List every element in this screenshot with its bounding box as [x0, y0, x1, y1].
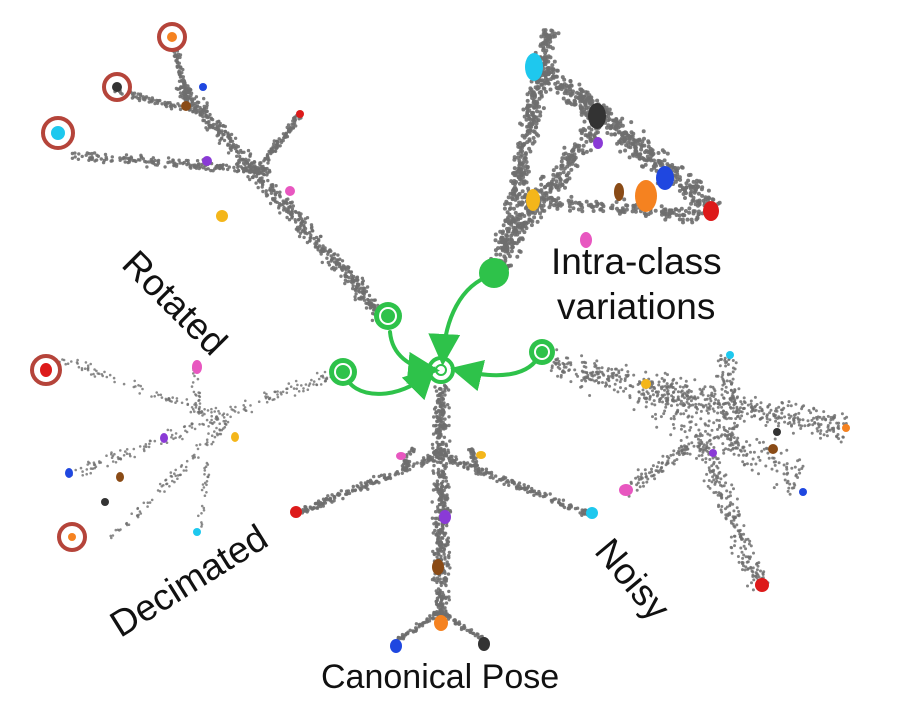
canonical-magenta-keypoint	[396, 452, 406, 460]
decimated-purple-keypoint	[160, 433, 168, 443]
decimated-orange-keypoint	[68, 533, 76, 541]
noisy-cyan-keypoint	[726, 351, 734, 359]
intra-class-source-marker	[479, 258, 509, 288]
decimated-blue-keypoint	[65, 468, 73, 478]
rotated-source-marker	[374, 302, 402, 330]
intra-yellow-keypoint	[526, 189, 540, 211]
intra-orange-keypoint	[635, 180, 657, 212]
rotated-blue-keypoint	[199, 83, 207, 91]
noisy-blue-keypoint	[799, 488, 807, 496]
noisy-source-marker	[529, 339, 555, 365]
rotated-to-canonical-arrow	[388, 330, 440, 384]
intra-brown-keypoint	[614, 183, 624, 201]
decimated-point-cloud	[58, 358, 333, 540]
intra-class-point-cloud	[489, 28, 722, 272]
noisy-to-canonical-arrow	[450, 352, 542, 392]
decimated-brown-keypoint	[116, 472, 124, 482]
noisy-yellow-keypoint	[641, 379, 651, 389]
decimated-to-canonical-arrow	[343, 366, 436, 401]
intra-blue-keypoint	[656, 166, 674, 190]
decimated-orange-highlight-ring	[57, 522, 87, 552]
canonical-orange-keypoint	[434, 615, 448, 631]
canonical-brown-keypoint	[432, 559, 444, 575]
rotated-brown-keypoint	[181, 101, 191, 111]
intra-red-keypoint	[703, 201, 719, 221]
decimated-dark-keypoint	[101, 498, 109, 506]
rotated-magenta-keypoint	[285, 186, 295, 196]
decimated-magenta-keypoint	[192, 360, 202, 374]
canonical-red-keypoint	[290, 506, 302, 518]
rotated-purple-keypoint	[202, 156, 212, 166]
decimated-cyan-keypoint	[193, 528, 201, 536]
decimated-red-keypoint	[40, 363, 52, 377]
rotated-orange-highlight-ring	[157, 22, 187, 52]
noisy-brown-keypoint	[768, 444, 778, 454]
rotated-dark-keypoint	[112, 82, 122, 92]
intra-to-canonical-arrow	[428, 273, 494, 366]
decimated-yellow-keypoint	[231, 432, 239, 442]
variations-label: variations	[557, 286, 716, 327]
noisy-orange-keypoint	[842, 424, 850, 432]
intra-class-label: Intra-class	[551, 241, 722, 282]
point-clouds	[58, 28, 849, 642]
rotated-dark-highlight-ring	[102, 72, 132, 102]
noisy-purple-keypoint	[709, 449, 717, 457]
noisy-dark-keypoint	[773, 428, 781, 436]
intra-dark-keypoint	[588, 103, 606, 129]
canonical-yellow-keypoint	[476, 451, 486, 459]
intra-cyan-keypoint	[525, 53, 543, 81]
arrows	[329, 258, 555, 401]
rotated-red-keypoint	[296, 110, 304, 118]
canonical-blue-keypoint	[390, 639, 402, 653]
noisy-magenta-keypoint	[619, 484, 633, 496]
canonical-purple-keypoint	[439, 510, 451, 524]
keypoints	[30, 22, 850, 653]
noisy-point-cloud	[549, 348, 849, 592]
rotated-cyan-highlight-ring	[41, 116, 75, 150]
intra-magenta-keypoint	[580, 232, 592, 248]
rotated-cyan-keypoint	[51, 126, 65, 140]
canonical-pose-label: Canonical Pose	[321, 658, 560, 696]
rotated-yellow-keypoint	[216, 210, 228, 222]
canonical-cyan-keypoint	[586, 507, 598, 519]
intra-purple-keypoint	[593, 137, 603, 149]
decimated-source-marker	[329, 358, 357, 386]
canonical-target-ring	[427, 356, 455, 384]
canonical-dark-keypoint	[478, 637, 490, 651]
decimated-red-highlight-ring	[30, 354, 62, 386]
noisy-red-keypoint	[755, 578, 769, 592]
rotated-orange-keypoint	[167, 32, 177, 42]
